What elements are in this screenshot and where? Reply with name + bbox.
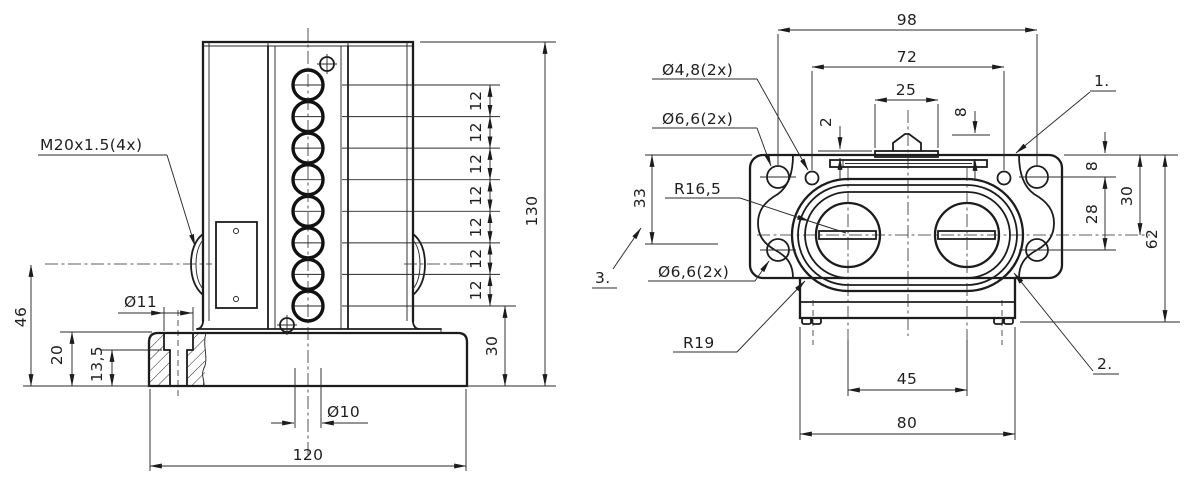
dim-46-label: 46 [12,307,30,328]
callout-1: 1. [1094,72,1110,90]
dim-13-5-label: 13,5 [88,346,106,382]
dim-12-label: 12 [467,154,485,175]
dim-12-label: 12 [467,185,485,206]
pitch-dimensions: 12 12 12 12 12 12 12 [467,84,493,307]
thread-callout-label: M20x1.5(4x) [40,136,142,154]
dim-80-label: 80 [897,414,918,432]
dim-2-label: 2 [817,117,835,127]
dim-120-label: 120 [293,446,324,464]
dim-33-label: 33 [631,188,649,209]
dim-8-side-label: 8 [1083,161,1101,171]
dim-98-label: 98 [897,11,918,29]
label-dia-6-6-lower: Ø6,6(2x) [658,263,729,281]
front-view-dimensions: M20x1.5(4x) 46 20 13,5 Ø11 Ø10 120 [12,41,556,471]
dim-12-label: 12 [467,122,485,143]
dim-25-label: 25 [896,81,917,99]
top-view-dimensions: 98 72 25 2 8 33 8 28 30 [592,11,1180,440]
dim-30-right-label: 30 [1118,186,1136,207]
label-r16-5: R16,5 [674,180,721,198]
dim-72-label: 72 [897,48,918,66]
dim-12-label: 12 [467,91,485,112]
label-dia-6-6-upper: Ø6,6(2x) [662,110,733,128]
dim-dia-11-label: Ø11 [124,293,157,311]
pilot-hole-top [317,54,337,74]
name-plate [215,221,258,309]
dim-12-label: 12 [467,217,485,238]
dim-45-label: 45 [897,370,918,388]
dim-12-label: 12 [467,280,485,301]
dim-28-label: 28 [1083,204,1101,225]
dim-20-label: 20 [48,345,66,366]
dim-62-label: 62 [1143,229,1161,250]
label-dia-4-8: Ø4,8(2x) [662,61,733,79]
label-r19: R19 [683,334,715,352]
top-view [748,110,1150,345]
callout-3: 3. [595,269,611,287]
dim-30-label: 30 [483,336,501,357]
front-view [45,28,470,458]
dim-130-label: 130 [523,196,541,227]
dim-12-label: 12 [467,248,485,269]
dim-dia-10-label: Ø10 [327,403,360,421]
pitch-extension-lines [342,84,516,307]
dim-8-tab-label: 8 [952,107,970,117]
callout-2: 2. [1097,355,1113,373]
pilot-hole-bottom [277,315,297,335]
